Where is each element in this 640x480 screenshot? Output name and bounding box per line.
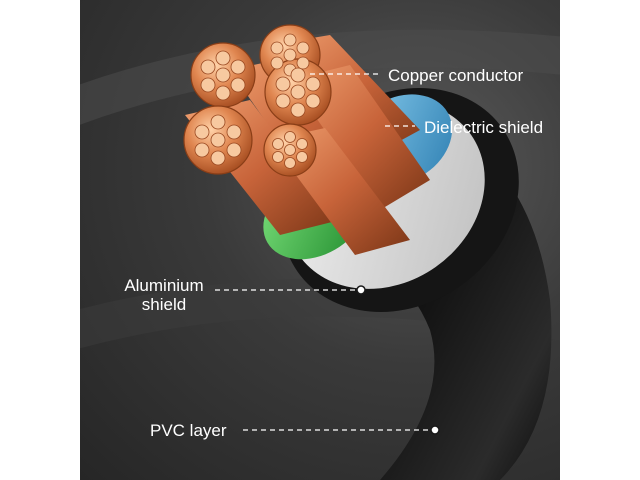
callout-lines: [215, 73, 432, 431]
pvc-layer-label: PVC layer: [150, 421, 227, 440]
copper-strand-details: [194, 33, 321, 169]
aluminium-shield-label-line2: shield: [141, 295, 187, 314]
cable-cross-section-illustration: [80, 24, 560, 480]
aluminium-shield-label: Aluminium shield: [112, 276, 216, 314]
dielectric-shield-label: Dielectric shield: [424, 118, 544, 137]
callout-dots: [356, 285, 440, 435]
copper-conductor-label: Copper conductor: [388, 66, 524, 85]
product-image: [80, 0, 560, 480]
aluminium-shield-label-line1: Aluminium: [124, 276, 204, 295]
